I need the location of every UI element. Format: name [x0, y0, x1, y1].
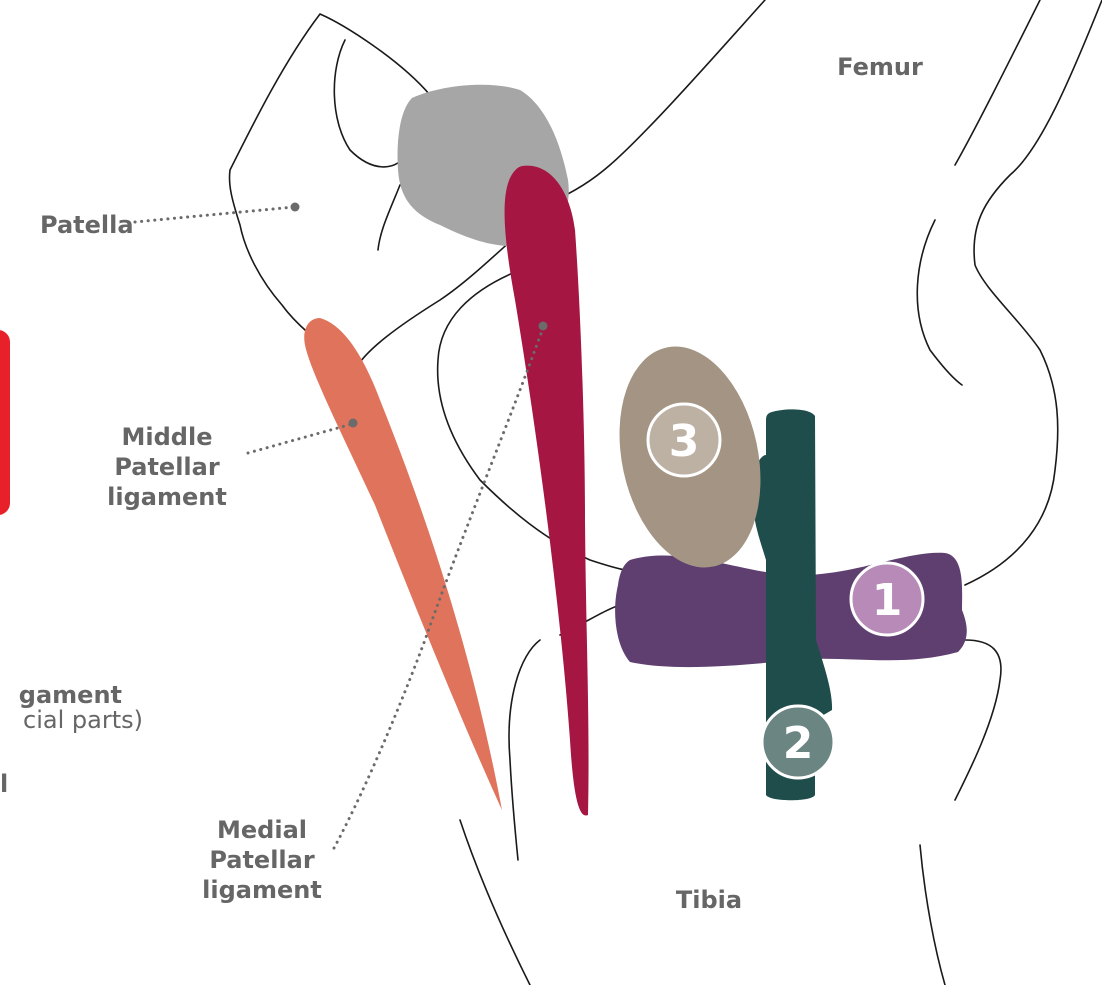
leader-patella-dot	[291, 203, 300, 212]
marker-1-label: 1	[872, 575, 903, 626]
tibia-left-outline	[509, 640, 540, 860]
middle-patellar-label-line2: Patellar	[114, 453, 220, 481]
tibia-shaft-right	[920, 845, 945, 985]
femur-label: Femur	[837, 53, 923, 81]
cut-parts-label: cial parts)	[23, 706, 143, 734]
marker-2: 2	[762, 706, 834, 778]
leader-patella	[135, 203, 300, 223]
leader-middle-patellar-dot	[349, 419, 358, 428]
medial-patellar-label-line1: Medial	[217, 816, 307, 844]
medial-patellar-label-line3: ligament	[202, 876, 322, 904]
cut-ligament-label: gament	[19, 681, 122, 709]
femur-right-shaft	[965, 0, 1102, 585]
marker-1: 1	[851, 563, 923, 635]
medial-patellar-ligament	[505, 166, 589, 816]
patella-inner-curve	[378, 185, 400, 250]
middle-patellar-label-line3: ligament	[107, 483, 227, 511]
cut-l-label: l	[0, 770, 8, 798]
marker-3: 3	[648, 404, 720, 476]
leader-medial-patellar-dot	[539, 322, 548, 331]
medial-patellar-label-line2: Patellar	[209, 846, 315, 874]
marker-2-label: 2	[783, 718, 814, 769]
marker-3-label: 3	[669, 416, 700, 467]
femur-mid-line	[955, 0, 1040, 165]
middle-patellar-label-line1: Middle	[122, 423, 213, 451]
leader-patella-line	[135, 207, 294, 222]
leader-middle-patellar-line	[248, 424, 352, 453]
middle-patellar-ligament	[304, 318, 502, 810]
red-tab	[0, 330, 10, 515]
tibia-label: Tibia	[676, 886, 742, 914]
tibia-shaft-left	[460, 820, 530, 985]
patella-label: Patella	[40, 211, 134, 239]
femur-condyle-curve	[917, 220, 962, 385]
tibia-plateau-right	[955, 640, 1001, 800]
